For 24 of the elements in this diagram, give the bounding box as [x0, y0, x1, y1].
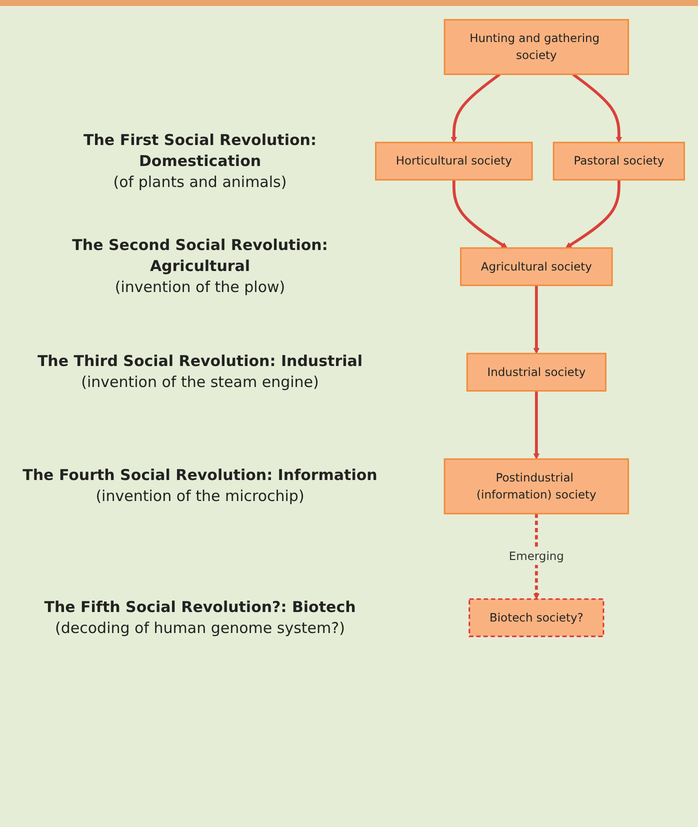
arrow: [533, 285, 540, 354]
revolution-note: (invention of the microchip): [94, 486, 306, 508]
node-box: Industrial society: [466, 352, 606, 392]
revolution-note: (decoding of human genome system?): [54, 618, 346, 639]
node-box: Biotech society?: [468, 598, 604, 638]
revolution-heading: The Second Social Revolution: Agricultural: [71, 235, 329, 278]
arrow: [452, 180, 508, 248]
arrow: [565, 180, 620, 248]
revolution-note: (invention of the plow): [114, 277, 286, 298]
revolution-note: (of plants and animals): [112, 172, 288, 193]
revolution-heading: The Third Social Revolution: Industrial: [36, 351, 364, 372]
node-box: Postindustrial (information) society: [444, 458, 630, 514]
revolution-heading: The Fifth Social Revolution?: Biotech: [43, 596, 357, 618]
edge-label: Emerging: [508, 549, 564, 563]
arrow: [533, 390, 540, 460]
revolution-heading: The Fourth Social Revolution: Information: [22, 465, 378, 486]
revolution-note: (invention of the steam engine): [80, 372, 320, 394]
node-box: Agricultural society: [460, 247, 613, 286]
revolution-heading: The First Social Revolution: Domestication: [82, 130, 318, 172]
node-box: Pastoral society: [552, 142, 685, 181]
node-box: Hunting and gathering society: [444, 19, 630, 76]
arrow: [572, 73, 622, 143]
arrow: [450, 73, 501, 143]
node-box: Horticultural society: [375, 142, 533, 181]
